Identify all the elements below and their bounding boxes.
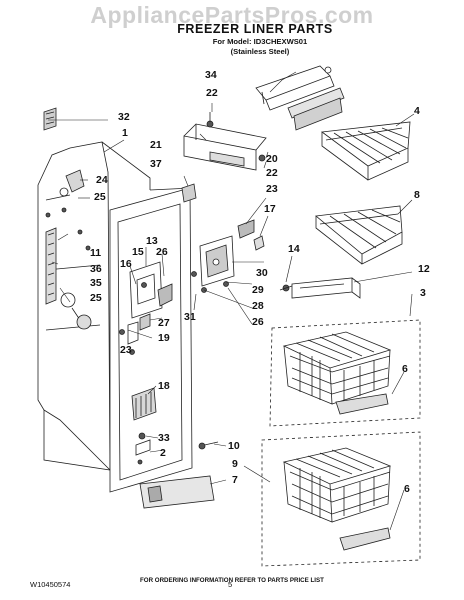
page-title: FREEZER LINER PARTS bbox=[177, 22, 333, 36]
callout-26: 26 bbox=[252, 316, 264, 328]
part-29-housing bbox=[191, 235, 235, 293]
callout-28: 28 bbox=[252, 300, 264, 312]
part-8-shelf bbox=[315, 205, 403, 265]
leader-lines bbox=[48, 71, 415, 531]
part-33 bbox=[135, 432, 151, 465]
part-34-cover bbox=[255, 65, 345, 131]
callout-12: 12 bbox=[418, 263, 430, 275]
part-3-basket-group bbox=[261, 319, 421, 567]
callout-35: 35 bbox=[90, 277, 102, 289]
callout-31: 31 bbox=[184, 311, 196, 323]
freezer-liner bbox=[37, 141, 193, 493]
control-housing bbox=[129, 261, 173, 331]
bracket-19 bbox=[119, 321, 139, 355]
callout-25: 25 bbox=[90, 292, 102, 304]
callout-11: 11 bbox=[90, 247, 102, 259]
page-number: 5 bbox=[228, 580, 233, 589]
part-32-connector bbox=[43, 107, 57, 131]
callout-9: 9 bbox=[232, 458, 238, 470]
callout-29: 29 bbox=[252, 284, 264, 296]
callout-7: 7 bbox=[232, 474, 238, 486]
callout-32: 32 bbox=[118, 111, 130, 123]
callout-21: 21 bbox=[150, 139, 162, 151]
part-37-clip bbox=[181, 183, 197, 203]
footer-note: FOR ORDERING INFORMATION REFER TO PARTS … bbox=[140, 577, 324, 584]
lower-basket bbox=[282, 447, 392, 551]
callout-36: 36 bbox=[90, 263, 102, 275]
callout-8: 8 bbox=[414, 189, 420, 201]
callout-22: 22 bbox=[266, 167, 278, 179]
callout-3: 3 bbox=[420, 287, 426, 299]
callout-22: 22 bbox=[206, 87, 218, 99]
callout-6: 6 bbox=[404, 483, 410, 495]
callout-17: 17 bbox=[264, 203, 276, 215]
part-24-light bbox=[59, 169, 85, 197]
callout-25: 25 bbox=[94, 191, 106, 203]
callout-24: 24 bbox=[96, 174, 108, 186]
finish-line: (Stainless Steel) bbox=[230, 47, 290, 56]
part-23-clip bbox=[237, 219, 255, 239]
callout-33: 33 bbox=[158, 432, 170, 444]
part-35-lamp bbox=[60, 292, 92, 330]
part-18-fan bbox=[131, 387, 157, 421]
screw-14 bbox=[279, 284, 293, 292]
model-line: For Model: ID3CHEXWS01 bbox=[212, 37, 308, 46]
callout-2: 2 bbox=[160, 447, 166, 459]
watermark: AppliancePartsPros.com bbox=[90, 2, 374, 28]
callout-4: 4 bbox=[414, 105, 420, 117]
callout-10: 10 bbox=[228, 440, 240, 452]
part-17-plug bbox=[253, 235, 265, 251]
callout-1: 1 bbox=[122, 127, 128, 139]
part-21-bracket bbox=[183, 112, 267, 171]
callout-30: 30 bbox=[256, 267, 268, 279]
callout-6: 6 bbox=[402, 363, 408, 375]
callout-26: 26 bbox=[156, 246, 168, 258]
upper-basket bbox=[282, 331, 392, 415]
callout-19: 19 bbox=[158, 332, 170, 344]
part-7-trim bbox=[139, 475, 215, 509]
doc-number: W10450574 bbox=[30, 580, 71, 589]
callout-20: 20 bbox=[266, 153, 278, 165]
callout-18: 18 bbox=[158, 380, 170, 392]
callout-23: 23 bbox=[266, 183, 278, 195]
part-4-shelf bbox=[320, 121, 411, 181]
callout-13: 13 bbox=[146, 235, 158, 247]
part-12-rail bbox=[291, 277, 361, 299]
callout-34: 34 bbox=[205, 69, 217, 81]
callout-27: 27 bbox=[158, 317, 170, 329]
callout-14: 14 bbox=[288, 243, 300, 255]
callout-15: 15 bbox=[132, 246, 144, 258]
callout-23: 23 bbox=[120, 344, 132, 356]
callout-37: 37 bbox=[150, 158, 162, 170]
callout-16: 16 bbox=[120, 258, 132, 270]
screw-10 bbox=[198, 441, 219, 450]
